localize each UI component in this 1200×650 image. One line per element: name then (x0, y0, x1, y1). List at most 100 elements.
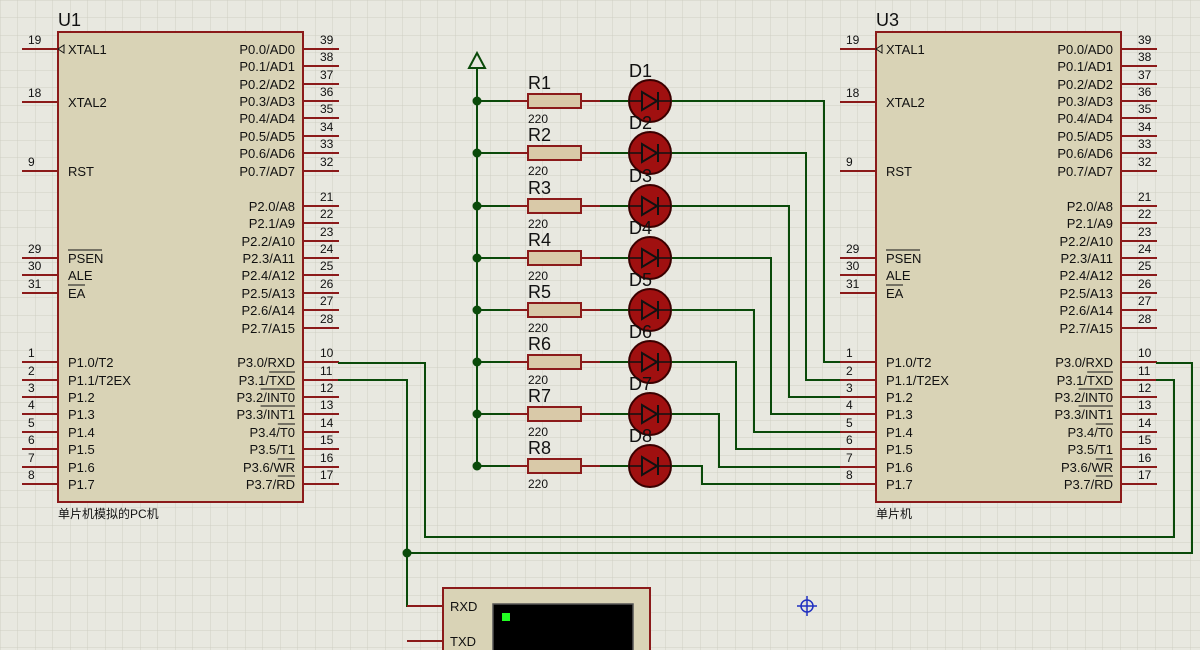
u1-pin-8[interactable]: 8P1.7 (22, 468, 95, 492)
u1-pin-7[interactable]: 7P1.6 (22, 451, 95, 475)
led-d8[interactable]: D8 (628, 426, 672, 488)
u3-body[interactable] (875, 31, 1122, 503)
u1-pin-4[interactable]: 4P1.3 (22, 398, 95, 422)
led-d5[interactable]: D5 (628, 270, 672, 332)
terminal-screen[interactable] (492, 603, 634, 650)
virtual-terminal[interactable]: RXD TXD (407, 587, 651, 650)
u3-pin-7[interactable]: 7P1.6 (840, 451, 913, 475)
led-d3[interactable]: D3 (628, 166, 672, 228)
led-d7[interactable]: D7 (628, 374, 672, 436)
u1-pin-1[interactable]: 1P1.0/T2 (22, 346, 114, 370)
u1-pin-3[interactable]: 3P1.2 (22, 381, 95, 405)
u3-pin-4[interactable]: 4P1.3 (840, 398, 913, 422)
u1-pin-2[interactable]: 2P1.1/T2EX (22, 364, 131, 388)
u1-pin-6[interactable]: 6P1.5 (22, 433, 95, 457)
power-terminal-icon[interactable] (467, 50, 487, 465)
u1-microcontroller[interactable]: U1 单片机模拟的PC机 19XTAL118XTAL29RST29PSEN30A… (22, 10, 339, 521)
led-d6[interactable]: D6 (628, 322, 672, 384)
u3-pin-2[interactable]: 2P1.1/T2EX (840, 364, 949, 388)
u3-pin-6[interactable]: 6P1.5 (840, 433, 913, 457)
led-d2[interactable]: D2 (628, 113, 672, 175)
led-d4[interactable]: D4 (628, 218, 672, 280)
u3-pin-3[interactable]: 3P1.2 (840, 381, 913, 405)
u1-body[interactable] (57, 31, 304, 503)
u3-microcontroller[interactable]: U3 单片机 19XTAL118XTAL29RST29PSEN30ALE31EA… (840, 10, 1157, 521)
u3-pin-8[interactable]: 8P1.7 (840, 468, 913, 492)
u1-pin-5[interactable]: 5P1.4 (22, 416, 95, 440)
u3-pin-1[interactable]: 1P1.0/T2 (840, 346, 932, 370)
led-d1[interactable]: D1 (628, 61, 672, 123)
u3-pin-5[interactable]: 5P1.4 (840, 416, 913, 440)
